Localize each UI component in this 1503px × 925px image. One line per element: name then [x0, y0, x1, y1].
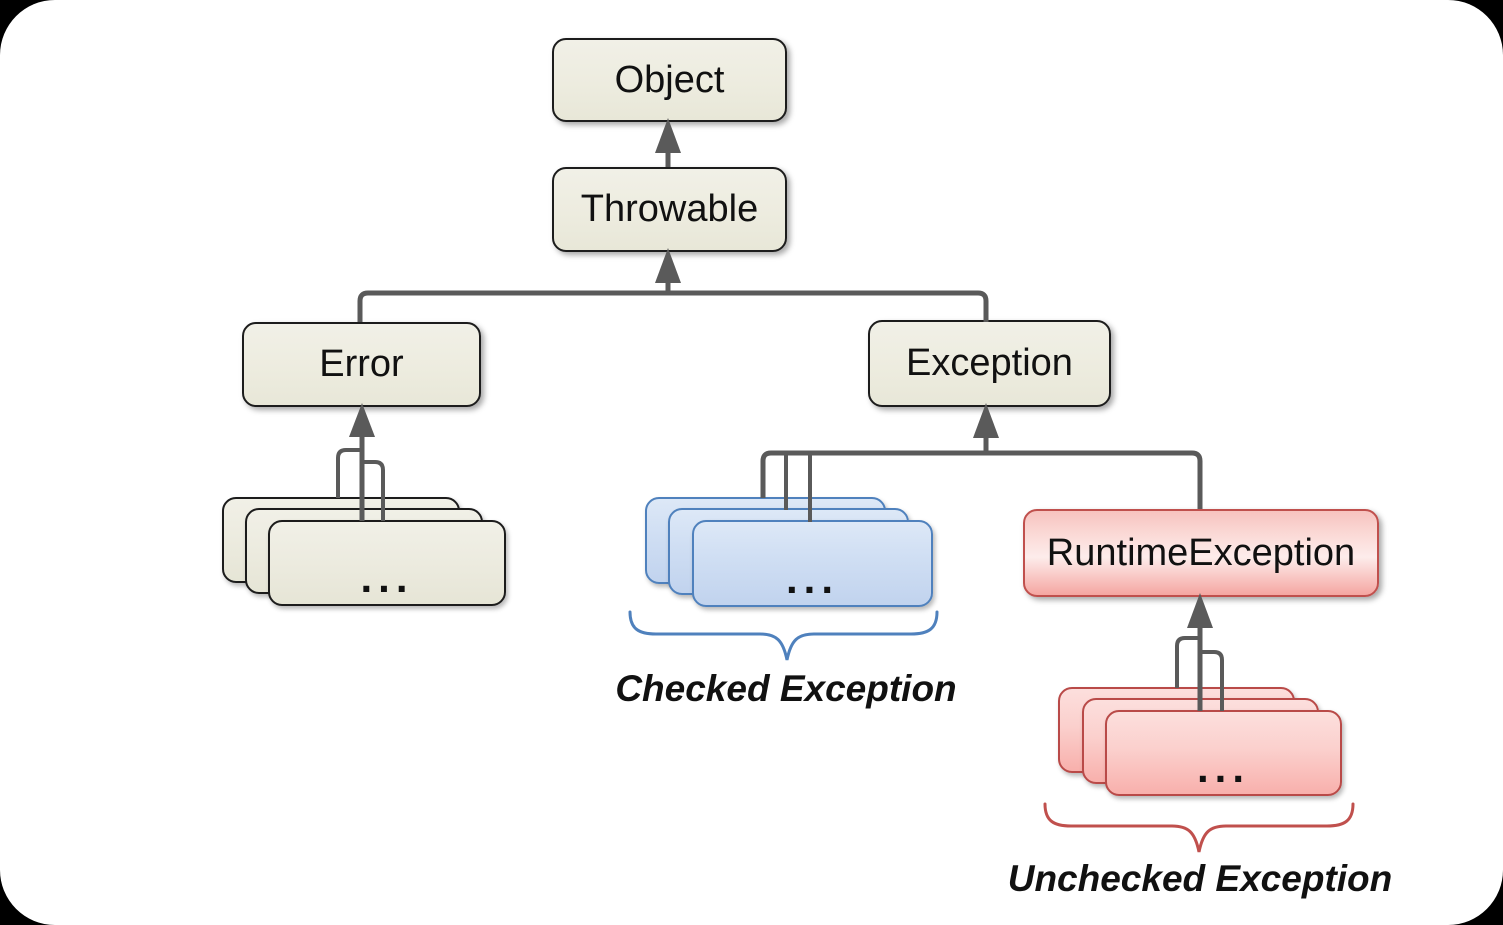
node-error: Error — [242, 322, 481, 407]
node-exception-label: Exception — [906, 342, 1073, 384]
arrow-throwable-to-object — [655, 118, 681, 167]
unchecked-exception-label: Unchecked Exception — [1007, 858, 1393, 899]
checked-exception-label: Checked Exception — [615, 668, 957, 709]
node-error-label: Error — [319, 343, 404, 385]
node-throwable: Throwable — [552, 167, 787, 252]
stack-card-front: ... — [692, 520, 933, 607]
stack-card-front: ... — [268, 520, 506, 606]
node-exception: Exception — [868, 320, 1111, 407]
node-object: Object — [552, 38, 787, 122]
node-runtime-exception-label: RuntimeException — [1046, 531, 1356, 574]
node-object-label: Object — [614, 58, 725, 101]
ellipsis-label: ... — [785, 555, 839, 602]
brace-unchecked-exception — [1043, 802, 1355, 853]
ellipsis-label: ... — [1196, 744, 1250, 791]
connector-error-exception-to-throwable — [357, 248, 989, 322]
brace-checked-exception — [628, 610, 939, 661]
ellipsis-label: ... — [360, 554, 414, 601]
node-runtime-exception: RuntimeException — [1023, 509, 1379, 597]
stack-card-front: ... — [1105, 710, 1342, 796]
node-throwable-label: Throwable — [580, 188, 759, 230]
